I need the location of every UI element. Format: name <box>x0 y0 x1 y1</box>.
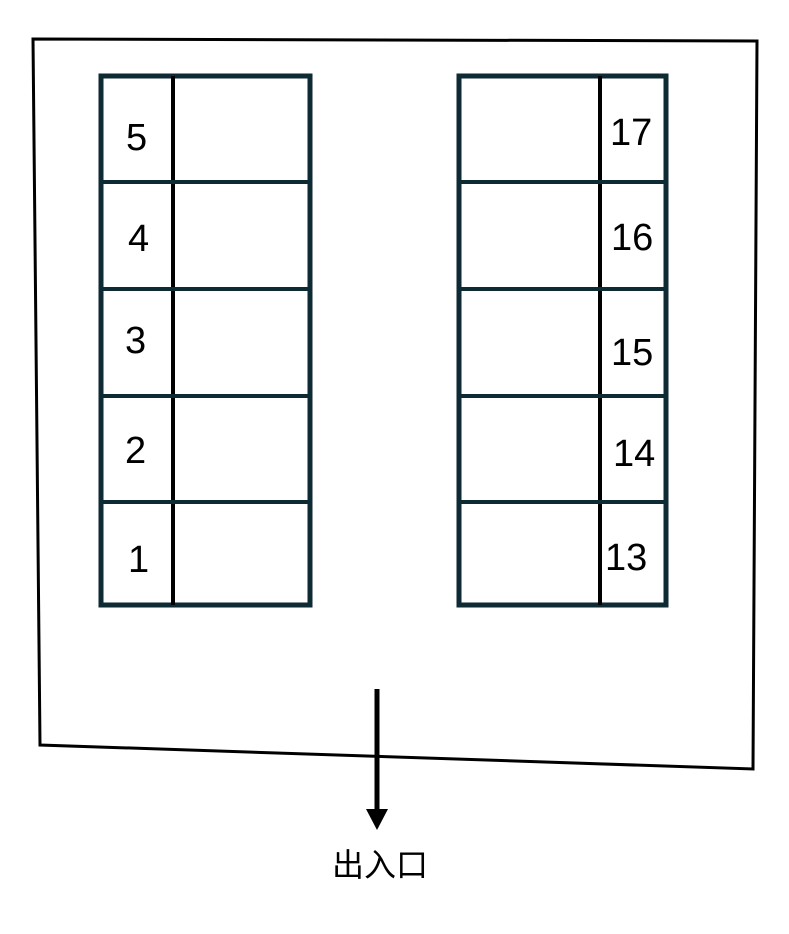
stall-number: 4 <box>128 218 149 260</box>
right-stall-block: 17 16 15 14 13 <box>456 73 669 608</box>
stall-number: 3 <box>125 320 146 362</box>
stall-number: 16 <box>611 217 653 259</box>
right-block-frame <box>456 73 669 608</box>
stall-number: 13 <box>605 537 647 579</box>
stall-number: 1 <box>128 539 149 581</box>
stall-number: 2 <box>125 430 146 472</box>
exit-label: 出入口 <box>332 847 428 883</box>
stall-number: 17 <box>610 112 652 154</box>
lot-boundary <box>31 37 759 771</box>
left-stall-block: 5 4 3 2 1 <box>98 73 313 608</box>
stall-number: 15 <box>611 332 653 374</box>
stall-number: 5 <box>126 117 147 159</box>
arrow-down-icon <box>366 689 388 830</box>
stall-number: 14 <box>613 433 655 475</box>
left-block-frame <box>98 73 313 608</box>
